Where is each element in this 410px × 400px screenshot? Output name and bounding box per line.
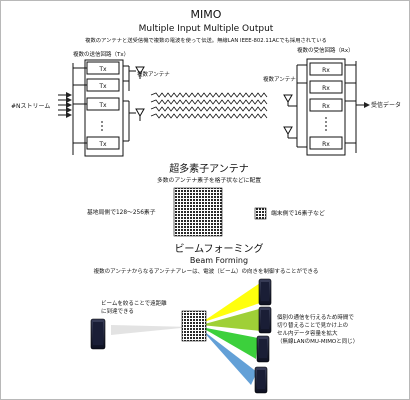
tx-unit-label: Tx [98, 141, 107, 148]
beam-left-note: ビームを絞ることで遠距離 に到達できる [101, 299, 168, 315]
beam-blue [201, 329, 257, 385]
streams-label: #Nストリーム [11, 103, 50, 110]
rx-unit-label: Rx [322, 67, 330, 74]
tx-unit: Tx [86, 61, 120, 75]
tx-unit-label: Tx [98, 83, 107, 90]
tx-unit: Tx [86, 78, 120, 92]
mimo-title: MIMO [191, 8, 222, 21]
massive-title: 超多素子アンテナ [169, 162, 249, 175]
beam-right-note-line: （無線LANのMU-MIMOと同じ） [277, 337, 358, 345]
rx-antenna-icon [283, 94, 297, 139]
rx-unit: Rx [309, 98, 343, 112]
beam-antenna-array [181, 310, 207, 342]
beam-subtitle: Beam Forming [190, 256, 248, 265]
phone-icon [258, 306, 272, 334]
beam-left-note-line: に到達できる [101, 307, 134, 315]
rx-unit-label: Rx [322, 103, 330, 110]
received-data-label: 受信データ [371, 101, 401, 109]
beam-green [201, 327, 258, 359]
tx-unit: Tx [86, 136, 120, 150]
tx-circuit-label: 複数の送信回路（Tx） [73, 50, 129, 58]
rx-unit: Rx [309, 62, 343, 76]
beam-description: 複数のアンテナからなるアンテナアレーは、電波（ビーム）の向きを制御することができ… [94, 267, 319, 275]
rx-unit: Rx [309, 136, 343, 150]
tx-antenna-icon [129, 66, 145, 121]
rx-circuit-label: 複数の受信回路（Rx） [297, 46, 354, 54]
radio-waves [150, 92, 268, 119]
beam-right-note-line: 個別の通信を行えるため時間で [277, 313, 354, 321]
beam-title: ビームフォーミング [174, 242, 263, 255]
beam-yellow [201, 283, 263, 323]
beam-left-note-line: ビームを絞ることで遠距離 [101, 299, 167, 307]
beam-right-note-line: 切り替えることで見かけ上の [277, 321, 348, 329]
beam-long [111, 325, 191, 335]
mimo-subtitle: Multiple Input Multiple Output [139, 24, 274, 34]
tx-unit-label: Tx [98, 102, 107, 109]
mimo-description: 複数のアンテナと送受信機で複数の電波を使って伝送。無線LAN IEEE-802.… [85, 36, 327, 44]
terminal-label: 端末側で16素子など [271, 209, 325, 217]
tx-antenna-label: 複数アンテナ [137, 70, 170, 78]
phone-icon [258, 278, 272, 306]
phone-icon [254, 366, 268, 394]
massive-antenna-array [173, 187, 223, 237]
rx-unit: Rx [309, 80, 343, 94]
rx-antenna-label: 複数アンテナ [263, 75, 296, 83]
beam-right-note: 個別の通信を行えるため時間で 切り替えることで見かけ上の セル内データ容量を拡大… [277, 313, 358, 345]
base-station-label: 基地局側で128〜256素子 [87, 208, 156, 216]
stream-arrows [58, 92, 72, 118]
phone-icon [256, 335, 270, 363]
massive-description: 多数のアンテナ素子を格子状などに配置 [157, 176, 261, 184]
beam-lime [201, 309, 261, 331]
rx-unit-label: Rx [322, 141, 330, 148]
terminal-antenna-array [254, 207, 267, 220]
beam-lobes [111, 283, 263, 385]
beam-right-note-line: セル内データ容量を拡大 [277, 329, 338, 337]
tx-unit: Tx [86, 97, 120, 111]
tx-unit-label: Tx [98, 66, 107, 73]
rx-unit-label: Rx [322, 85, 330, 92]
phone-icon [90, 318, 106, 350]
